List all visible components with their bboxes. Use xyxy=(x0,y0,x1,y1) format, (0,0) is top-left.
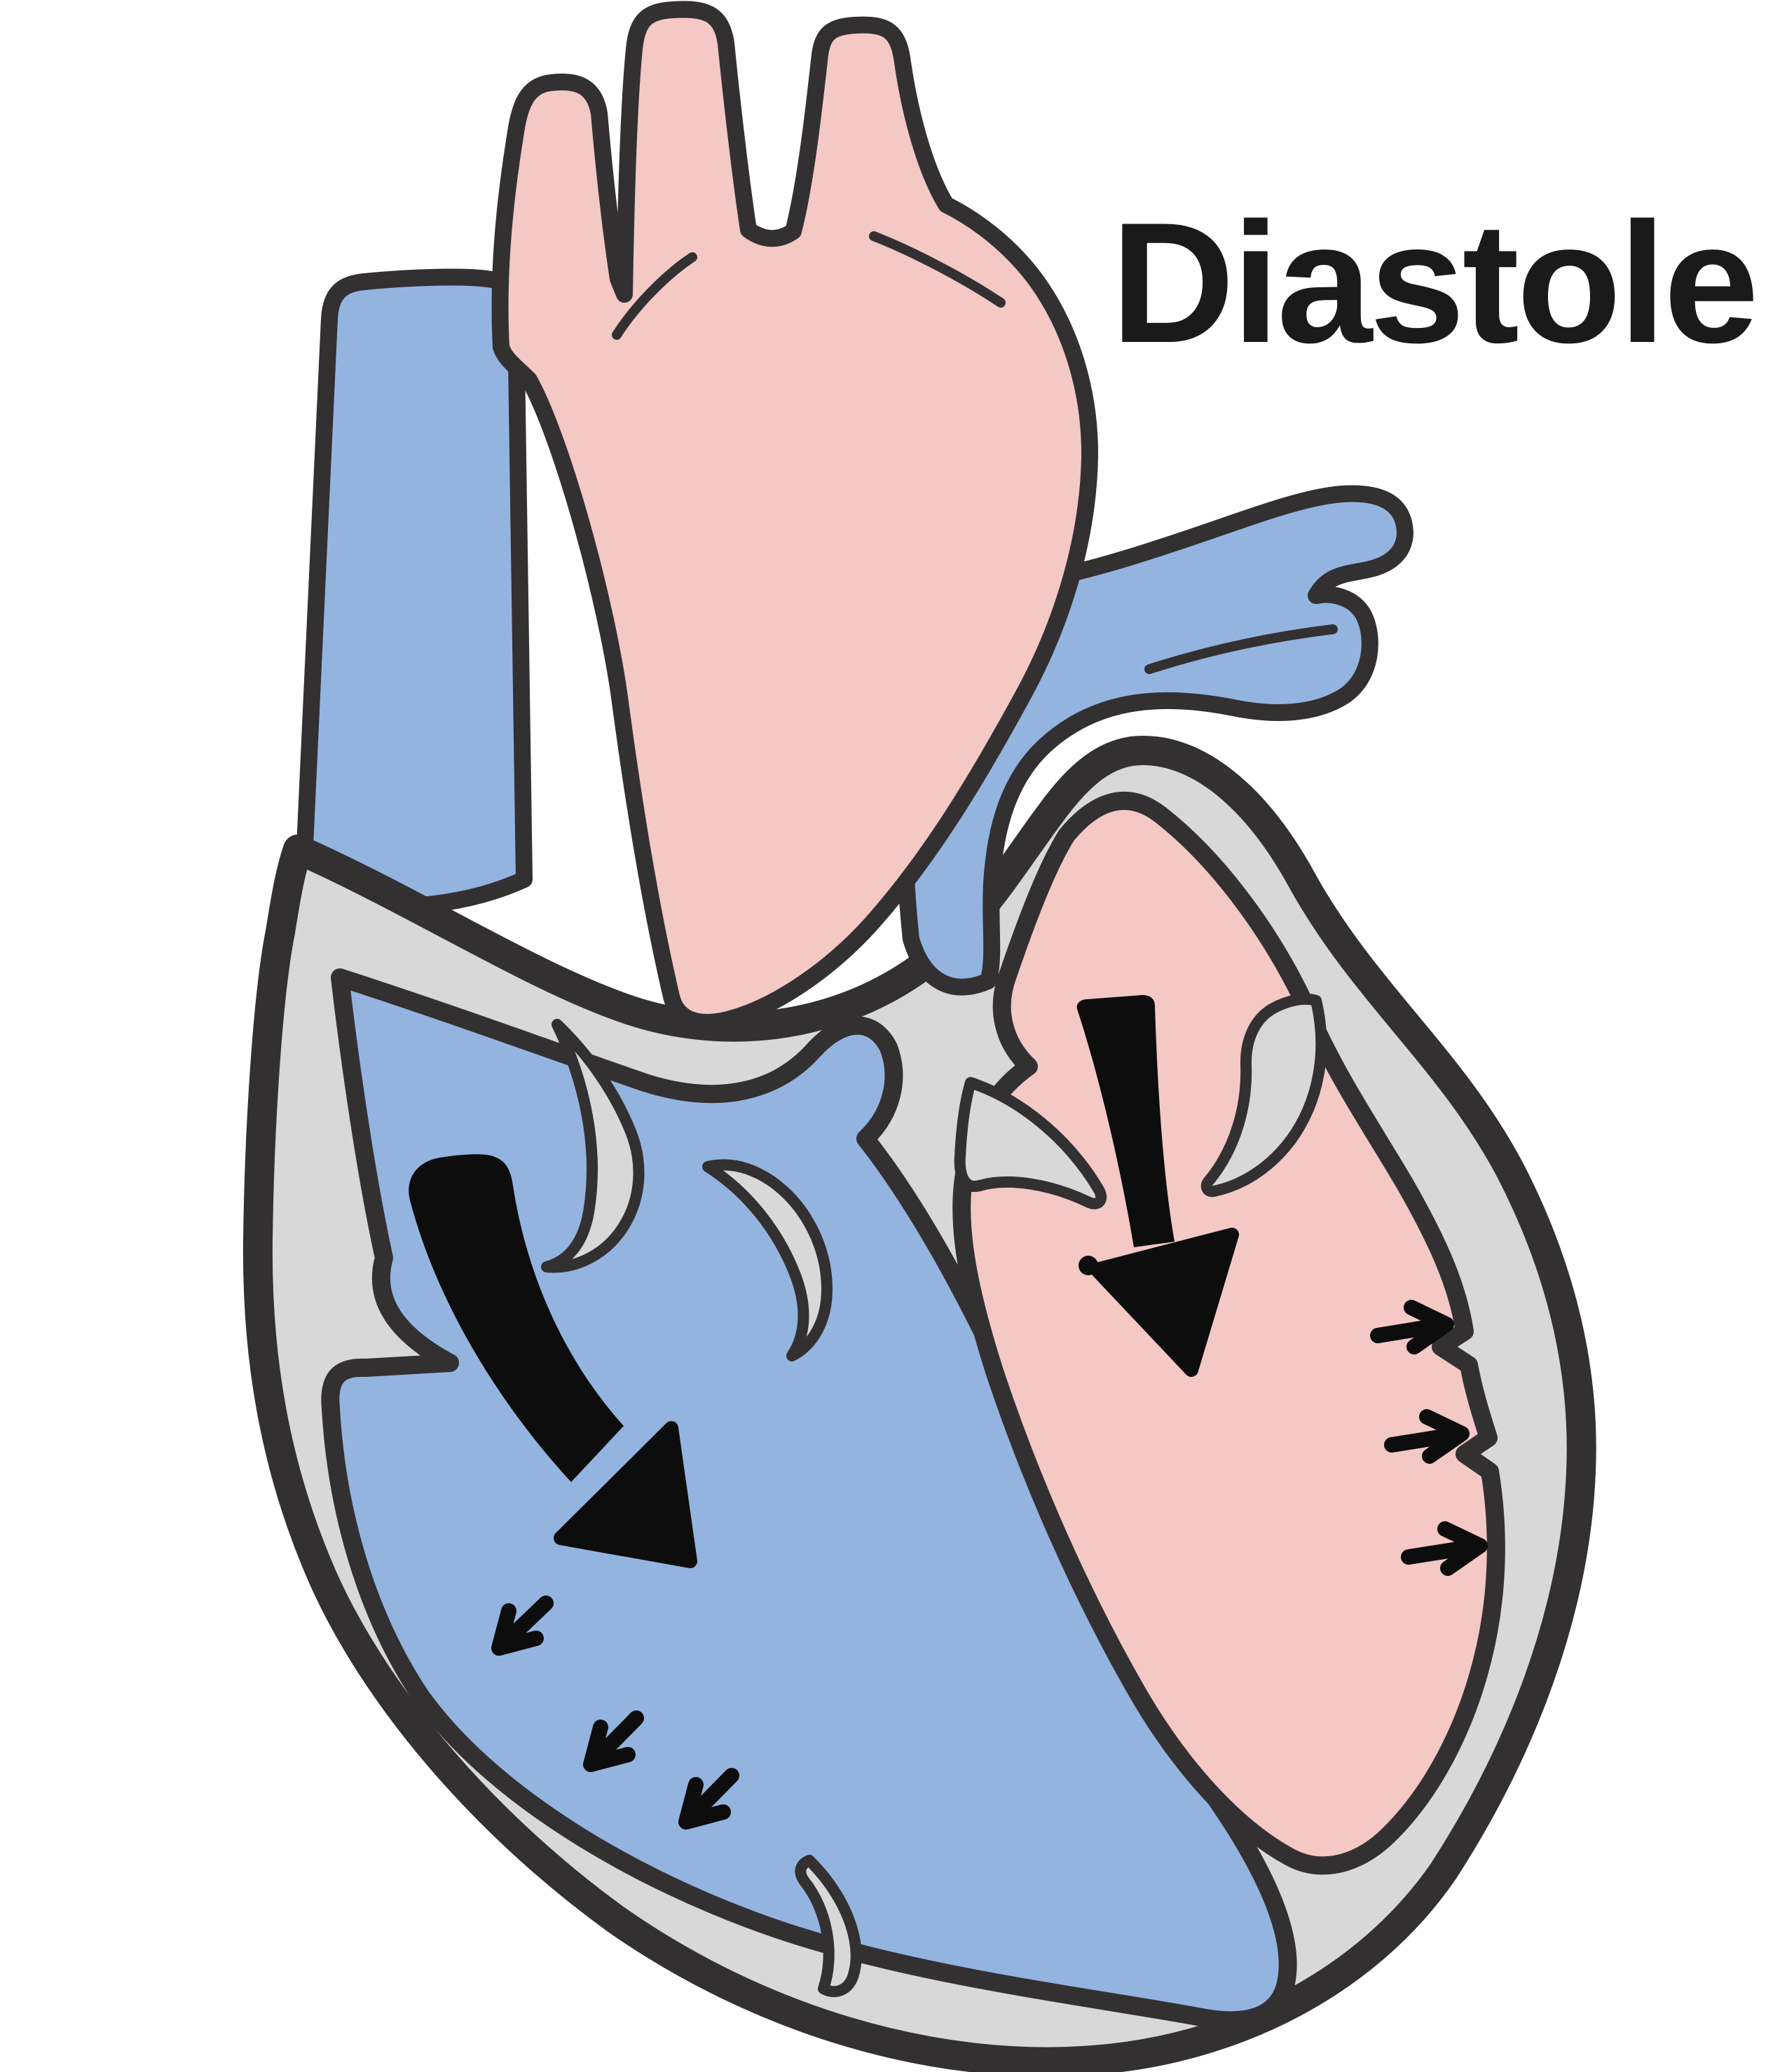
wall-motion-arrow-right-3 xyxy=(1401,1521,1488,1576)
left-heart-filling-arrow-dot xyxy=(1079,1256,1098,1275)
wall-motion-arrow-left-3 xyxy=(678,1768,739,1830)
left-heart-filling-arrow-head xyxy=(1090,1228,1239,1377)
aorta-crease-line-right xyxy=(869,231,1006,308)
wall-motion-arrow-left-2 xyxy=(583,1710,644,1772)
right-heart-filling-arrow-shaft xyxy=(409,1154,624,1482)
wall-motion-arrow-right-2 xyxy=(1384,1409,1470,1464)
wall-motion-arrows-left-group xyxy=(491,1596,739,1830)
right-heart-filling-arrow-head xyxy=(554,1421,697,1568)
wall-motion-arrow-left-1 xyxy=(491,1596,554,1656)
left-heart-filling-arrow-shaft xyxy=(1076,995,1175,1247)
wall-motion-arrow-right-1 xyxy=(1370,1300,1454,1354)
mitral-leaflet-anterior xyxy=(954,1077,1107,1209)
trabecula-hook xyxy=(795,1855,862,1998)
right-heart-chamber xyxy=(321,968,1297,2030)
mitral-leaflet-posterior xyxy=(1200,994,1327,1198)
superior-vena-cava-shape xyxy=(294,268,533,915)
tricuspid-leaflet-anterior xyxy=(541,1019,645,1273)
pulmonary-artery-crease-line xyxy=(1144,624,1338,674)
phase-title: Diastole xyxy=(1111,186,1756,378)
tricuspid-leaflet-septal xyxy=(702,1159,833,1361)
aorta-crease-line-left xyxy=(612,252,697,340)
wall-motion-arrows-right-group xyxy=(1370,1300,1488,1576)
